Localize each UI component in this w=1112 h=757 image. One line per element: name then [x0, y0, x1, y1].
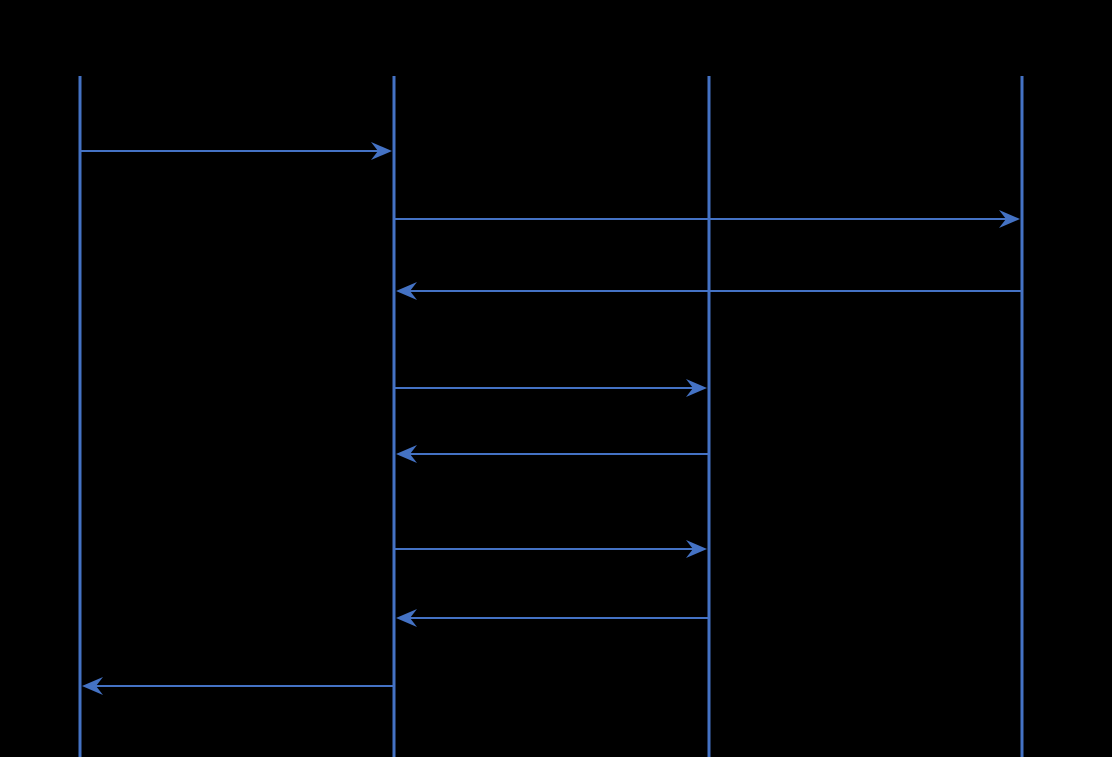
message-7-arrowhead-icon [396, 609, 417, 627]
message-8-arrowhead-icon [82, 677, 103, 695]
message-5-arrowhead-icon [396, 445, 417, 463]
message-5 [396, 445, 708, 463]
message-6 [395, 540, 707, 558]
message-4-arrowhead-icon [686, 379, 707, 397]
message-3-arrowhead-icon [396, 282, 417, 300]
message-7 [396, 609, 708, 627]
message-1 [81, 142, 392, 160]
message-6-arrowhead-icon [686, 540, 707, 558]
message-4 [395, 379, 707, 397]
message-2 [395, 210, 1020, 228]
message-3 [396, 282, 1021, 300]
message-2-arrowhead-icon [999, 210, 1020, 228]
message-1-arrowhead-icon [371, 142, 392, 160]
message-8 [82, 677, 393, 695]
